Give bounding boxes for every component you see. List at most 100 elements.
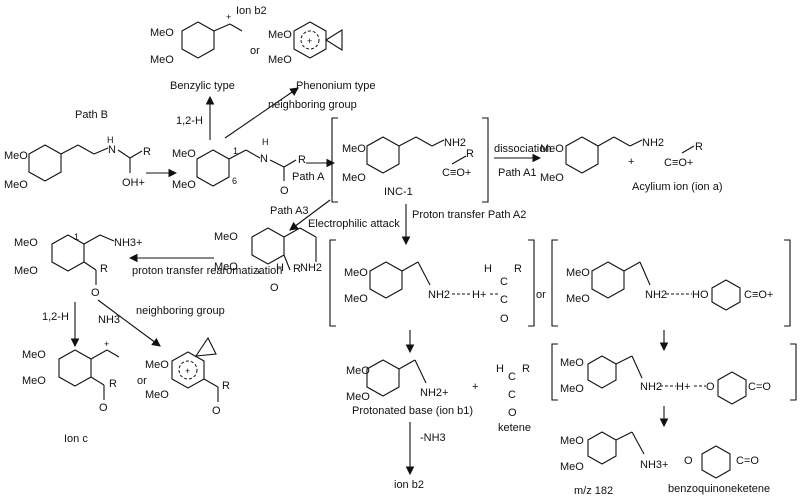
meo-label: MeO [14, 265, 38, 277]
benzylic-structure: + MeO MeO [150, 12, 243, 66]
ion-neutral-complex-2: NH2 HO C≡O+ MeO MeO [566, 261, 773, 311]
or-label-2: or [137, 375, 147, 387]
o-label: O [270, 282, 279, 294]
plus-sign: + [256, 267, 261, 277]
nh2-label: NH2 [642, 137, 664, 149]
h-plus-label: H+ [472, 289, 486, 301]
h-label: H [107, 135, 114, 145]
proton-transfer-a2: Proton transfer Path A2 [412, 209, 526, 221]
ion-b2-final: ion b2 [394, 479, 424, 491]
o-label: O [684, 455, 693, 467]
c-label: C [500, 294, 508, 306]
meo-label: MeO [540, 143, 564, 155]
plus-sign: + [185, 366, 190, 376]
meo-label: MeO [566, 293, 590, 305]
protonated-amide-structure: N H R O 1 6 MeO MeO [172, 137, 306, 197]
benzylic-type-label: Benzylic type [170, 80, 235, 92]
nh2-label: NH2 [300, 262, 322, 274]
rearomatized-structure: NH3+ R O 1 MeO MeO [14, 232, 142, 299]
inc1-label: INC-1 [384, 186, 413, 198]
ho-label: HO [692, 289, 709, 301]
or-label-3: or [536, 289, 546, 301]
h-label: H [496, 363, 504, 375]
path-b-label: Path B [75, 109, 108, 121]
co-plus-label: C≡O+ [744, 289, 773, 301]
benzoquinoneketene-structure: O C=O [684, 445, 759, 479]
ketene-structure: H C R C O [496, 363, 530, 419]
meo-label: MeO [145, 359, 169, 371]
r-label: R [143, 146, 151, 158]
ion-c-label: Ion c [64, 433, 88, 445]
plus-sign: + [307, 36, 312, 46]
h-plus-label: H+ [676, 381, 690, 393]
co-plus-label: C≡O+ [442, 167, 471, 179]
nh2-label: NH2 [645, 289, 667, 301]
meo-label: MeO [342, 172, 366, 184]
co-plus-label: C≡O+ [664, 157, 693, 169]
meo-label: MeO [346, 365, 370, 377]
ion-neutral-complex-1: NH2 H+ H C R C O MeO MeO [344, 261, 522, 325]
oh-plus-label: OH+ [122, 177, 145, 189]
meo-label: MeO [344, 293, 368, 305]
path-a-label: Path A [292, 171, 325, 183]
o-label: O [280, 185, 289, 197]
neighboring-group-bottom: neighboring group [136, 305, 225, 317]
o-label: O [500, 313, 509, 325]
nh3-plus-label: NH3+ [114, 237, 142, 249]
phenonium-structure: + MeO MeO [268, 21, 343, 66]
path-a1-label: Path A1 [498, 167, 537, 179]
minus-nh3-label: -NH3 [420, 432, 446, 444]
c-label: C [508, 371, 516, 383]
c-label: C [508, 389, 516, 401]
meo-label: MeO [150, 27, 174, 39]
r-label: R [100, 263, 108, 275]
meo-label: MeO [560, 461, 584, 473]
meo-label: MeO [560, 357, 584, 369]
ion-neutral-complex-3: NH2 H+ O C=O MeO MeO [560, 355, 771, 405]
o-label: O [508, 407, 517, 419]
h-label: H [484, 263, 492, 275]
nh2-label: NH2 [444, 137, 466, 149]
meo-label: MeO [342, 143, 366, 155]
plus-sign: + [226, 12, 231, 22]
nh2-plus-label: NH2+ [420, 387, 448, 399]
attack-intermediate-structure: NH2 H R O + MeO MeO [214, 227, 322, 294]
meo-label: MeO [346, 391, 370, 403]
c-label: C [500, 276, 508, 288]
c-eq-o-label: C=O [736, 455, 759, 467]
acylium-structure: NH2 + R C≡O+ MeO MeO [540, 136, 703, 184]
mz182-structure: NH3+ MeO MeO [560, 431, 668, 473]
n-label: N [108, 144, 116, 156]
r-label: R [222, 380, 230, 392]
dissociation-label: dissociation [494, 143, 551, 155]
one-two-h-bottom: 1,2-H [42, 311, 69, 323]
meo-label: MeO [560, 383, 584, 395]
o-label: O [99, 402, 108, 414]
meo-label: MeO [150, 54, 174, 66]
h-label: H [262, 137, 269, 147]
meo-label: MeO [145, 389, 169, 401]
meo-label: MeO [566, 267, 590, 279]
meo-label: MeO [4, 179, 28, 191]
ion-c-phenonium-structure: + R O MeO MeO [145, 336, 230, 417]
ion-b1-structure: NH2+ MeO MeO [346, 359, 448, 403]
nh3-loss-label: NH3 [98, 314, 120, 326]
plus-sign: + [104, 339, 109, 349]
phenonium-type-label: Phenonium type [296, 80, 376, 92]
n-label: N [260, 153, 268, 165]
position-1-label: 1 [74, 232, 79, 242]
plus-sign: + [628, 156, 634, 168]
meo-label: MeO [214, 231, 238, 243]
meo-label: MeO [4, 150, 28, 162]
nh2-label: NH2 [428, 289, 450, 301]
ketene-label: ketene [498, 422, 531, 434]
nh3-plus-label: NH3+ [640, 459, 668, 471]
position-6-label: 6 [232, 176, 237, 186]
meo-label: MeO [172, 148, 196, 160]
path-a3-label: Path A3 [270, 205, 309, 217]
r-label: R [293, 263, 301, 275]
meo-label: MeO [22, 375, 46, 387]
r-label: R [298, 154, 306, 166]
meo-label: MeO [14, 237, 38, 249]
